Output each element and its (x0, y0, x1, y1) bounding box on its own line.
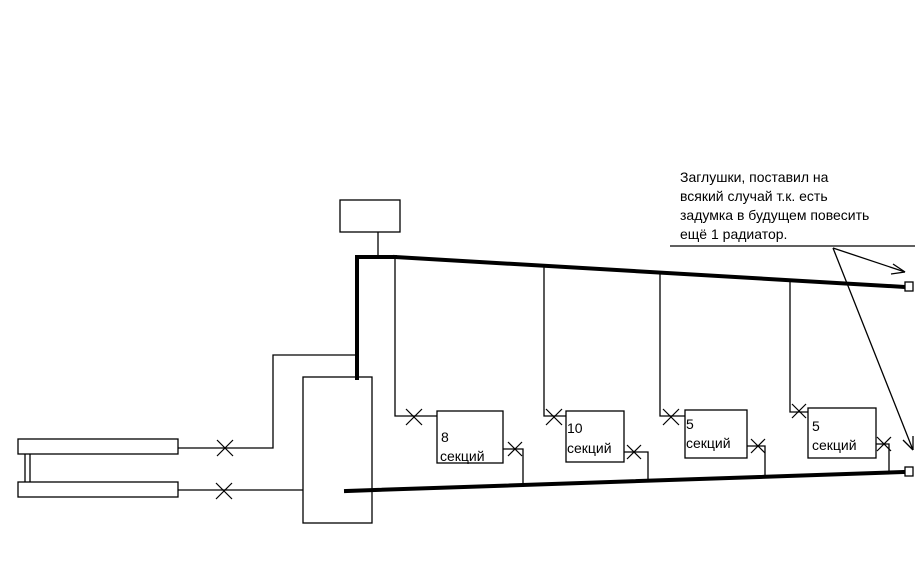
return-pipe-1 (503, 448, 524, 487)
note-line-2: всякий случай т.к. есть (680, 188, 828, 204)
annotation-note: Заглушки, поставил на всякий случай т.к.… (670, 169, 915, 247)
radiator-3-number: 5 (686, 416, 694, 432)
radiator-1: 8 секций (436, 410, 504, 464)
note-line-1: Заглушки, поставил на (680, 169, 829, 185)
valve-boiler-supply (216, 439, 234, 457)
expansion-tank (339, 199, 401, 233)
supply-main (392, 254, 908, 290)
main-riser (355, 255, 397, 380)
return-end-plug (904, 466, 914, 477)
valve-return-3 (750, 438, 766, 454)
valve-supply-2 (545, 408, 563, 426)
valve-return-1 (507, 441, 523, 457)
valve-supply-3 (662, 408, 680, 426)
valve-supply-4 (791, 403, 807, 419)
valve-boiler-return (215, 482, 233, 500)
drop-pipe-4 (789, 281, 808, 413)
boiler-lower-tube (17, 481, 179, 498)
drop-pipe-1 (394, 257, 437, 417)
boiler-upper-tube (17, 438, 179, 455)
return-pipe-2 (624, 451, 649, 481)
radiator-4-number: 5 (812, 418, 820, 434)
radiator-1-unit: секций (440, 448, 485, 464)
storage-tank (302, 376, 373, 524)
leader-arrow-supply-plug (832, 247, 906, 275)
radiator-2-unit: секций (567, 440, 612, 456)
radiator-4: 5 секций (807, 407, 877, 459)
note-line-3: задумка в будущем повесить (680, 207, 869, 223)
boiler (17, 438, 179, 498)
radiator-3: 5 секций (684, 409, 748, 459)
radiator-2-number: 10 (567, 420, 583, 436)
return-main (343, 469, 908, 494)
valve-return-2 (626, 444, 642, 460)
return-pipe-4 (876, 443, 890, 472)
radiator-4-unit: секций (812, 437, 857, 453)
note-line-4: ещё 1 радиатор. (680, 226, 787, 242)
drop-pipe-3 (659, 274, 685, 417)
supply-end-plug (904, 281, 914, 292)
radiator-2: 10 секций (565, 410, 625, 463)
leader-arrow-return-plug (832, 247, 914, 451)
valve-return-4 (876, 436, 892, 452)
valve-supply-1 (405, 408, 423, 426)
return-pipe-3 (747, 445, 766, 476)
radiator-1-number: 8 (441, 429, 449, 445)
drop-pipe-2 (543, 266, 566, 417)
radiator-3-unit: секций (686, 435, 731, 451)
